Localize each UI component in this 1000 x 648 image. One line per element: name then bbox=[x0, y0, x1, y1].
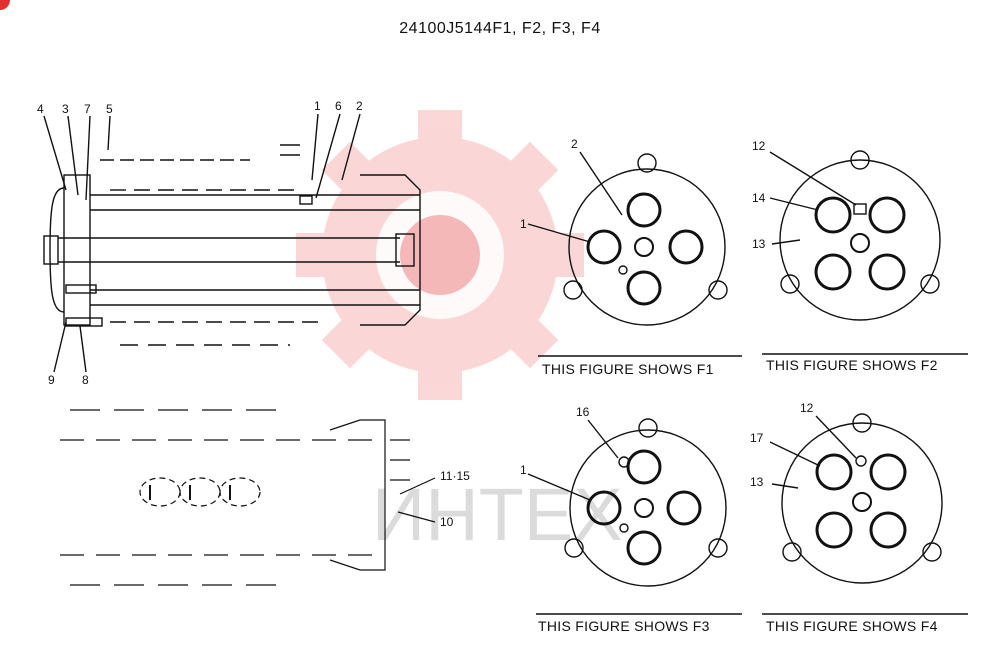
callout-label: 1 bbox=[520, 463, 527, 477]
bottom-view-callouts: 11·15 10 bbox=[440, 469, 470, 529]
callout-label: 7 bbox=[84, 102, 91, 116]
figure-f2 bbox=[769, 150, 941, 321]
figure-f4 bbox=[769, 413, 943, 584]
callout-label: 3 bbox=[62, 102, 69, 116]
callout-label: 14 bbox=[752, 191, 766, 205]
callout-label: 8 bbox=[82, 373, 89, 387]
watermark-text: ИНТЕХ bbox=[372, 473, 623, 556]
callout-label: 13 bbox=[752, 237, 766, 251]
callout-label: 5 bbox=[106, 102, 113, 116]
corner-marker bbox=[0, 0, 10, 10]
callout-label: 12 bbox=[800, 401, 814, 415]
figure-caption-f1: THIS FIGURE SHOWS F1 bbox=[542, 361, 714, 377]
callout-label: 17 bbox=[750, 431, 764, 445]
drawing-title: 24100J5144F1, F2, F3, F4 bbox=[399, 20, 601, 37]
side-view-drawing bbox=[43, 113, 421, 373]
figure-caption-f4: THIS FIGURE SHOWS F4 bbox=[766, 618, 938, 634]
callout-label: 2 bbox=[356, 99, 363, 113]
callout-label: 13 bbox=[750, 475, 764, 489]
callout-label: 12 bbox=[752, 139, 766, 153]
figure-caption-f3: THIS FIGURE SHOWS F3 bbox=[538, 618, 710, 634]
figure-f1 bbox=[527, 151, 728, 326]
figure-f3 bbox=[527, 418, 728, 587]
side-view-callouts: 4 3 7 5 1 6 2 9 8 bbox=[37, 99, 363, 387]
bottom-view-drawing bbox=[60, 409, 436, 586]
callout-label: 1 bbox=[520, 217, 527, 231]
callout-label: 2 bbox=[571, 137, 578, 151]
callout-label: 11·15 bbox=[440, 469, 470, 483]
callout-label: 16 bbox=[576, 405, 590, 419]
callout-label: 4 bbox=[37, 102, 44, 116]
callout-label: 9 bbox=[48, 373, 55, 387]
callout-label: 10 bbox=[440, 515, 454, 529]
callout-label: 1 bbox=[314, 99, 321, 113]
callout-label: 6 bbox=[335, 99, 342, 113]
figure-caption-f2: THIS FIGURE SHOWS F2 bbox=[766, 357, 938, 373]
